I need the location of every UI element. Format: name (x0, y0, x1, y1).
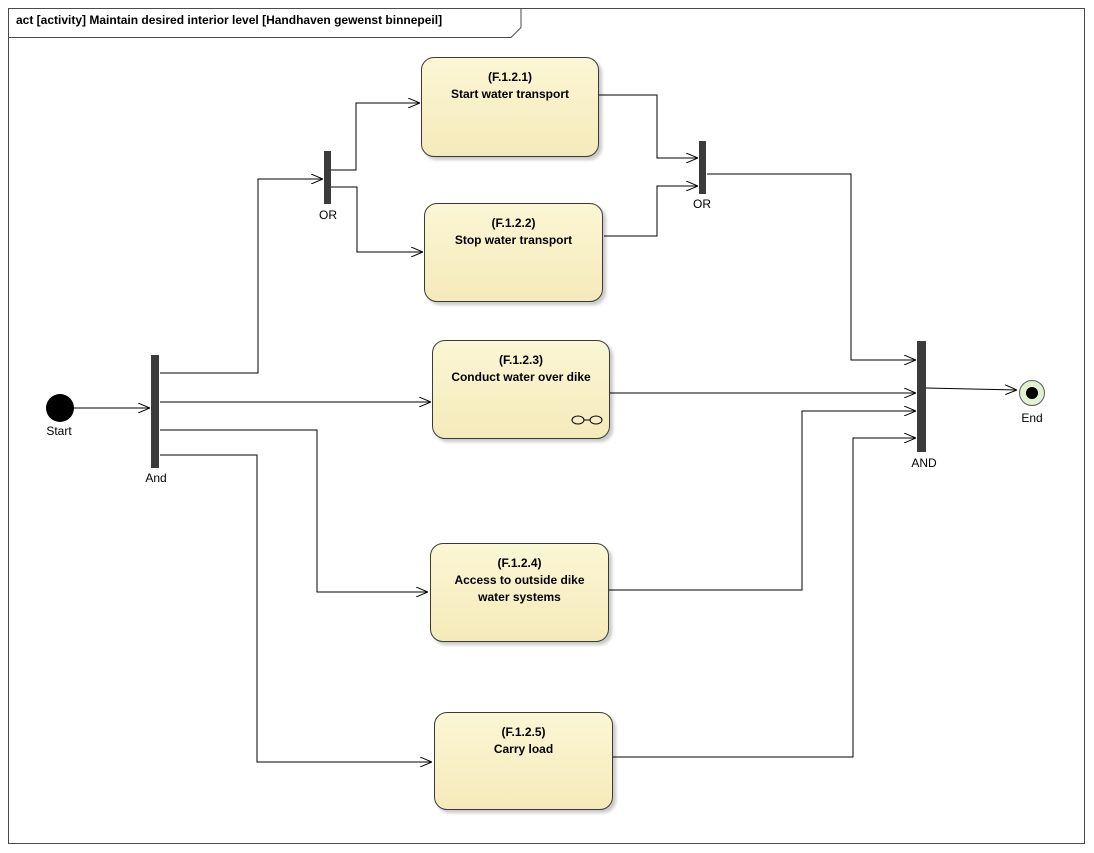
action-name: Stop water transport (454, 233, 573, 247)
action-name: Carry load (493, 742, 554, 756)
flow-and-f125 (160, 454, 432, 762)
action-name: Access to outside dike water systems (454, 573, 585, 604)
join-or-label: OR (693, 197, 711, 211)
flow-and-f124 (160, 429, 428, 592)
call-behavior-rake-icon (571, 415, 603, 425)
final-node[interactable] (1019, 380, 1045, 406)
fork-or-label: OR (319, 208, 337, 222)
action-f121[interactable]: (F.1.2.1) Start water transport (421, 57, 599, 157)
flow-f121-orjoin (599, 94, 698, 158)
fork-bar-and[interactable] (151, 355, 159, 468)
flow-or-f121 (331, 103, 420, 171)
flow-and-end (925, 388, 1017, 390)
flow-orjoin-and (707, 173, 916, 360)
action-code: (F.1.2.2) (491, 216, 536, 230)
fork-bar-or[interactable] (324, 151, 331, 204)
action-code: (F.1.2.3) (498, 353, 543, 367)
final-node-dot (1026, 387, 1038, 399)
initial-node[interactable] (46, 394, 74, 422)
action-name: Start water transport (450, 87, 570, 101)
flow-f125-and (613, 438, 916, 758)
action-f122[interactable]: (F.1.2.2) Stop water transport (424, 203, 603, 302)
start-label: Start (46, 424, 72, 438)
flow-f124-and (609, 411, 916, 591)
diagram-frame (8, 8, 1085, 844)
join-and-label: AND (911, 456, 937, 470)
action-code: (F.1.2.5) (501, 725, 546, 739)
action-f124[interactable]: (F.1.2.4) Access to outside dike water s… (430, 543, 609, 642)
fork-and-label: And (145, 471, 167, 485)
join-bar-or[interactable] (699, 141, 706, 194)
diagram-title: act [activity] Maintain desired interior… (16, 13, 443, 27)
action-f123[interactable]: (F.1.2.3) Conduct water over dike (432, 340, 610, 439)
action-code: (F.1.2.4) (497, 556, 542, 570)
flow-or-f122 (331, 186, 423, 252)
frame-title-tab (8, 8, 522, 38)
action-name: Conduct water over dike (451, 370, 591, 384)
action-code: (F.1.2.1) (487, 70, 532, 84)
flow-and-or (160, 179, 323, 374)
end-label: End (1021, 411, 1043, 425)
join-bar-and[interactable] (917, 341, 926, 452)
flow-f122-orjoin (604, 186, 698, 237)
action-f125[interactable]: (F.1.2.5) Carry load (434, 712, 613, 810)
